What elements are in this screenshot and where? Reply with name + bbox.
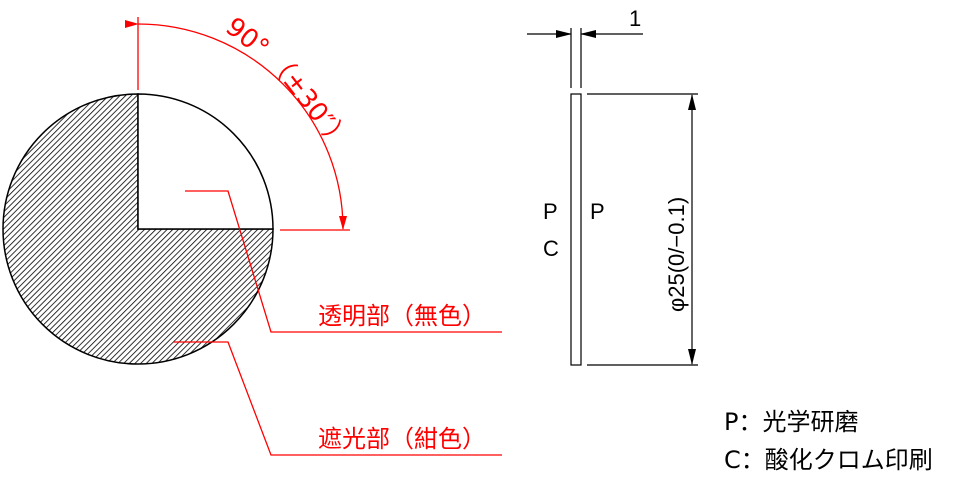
front-view xyxy=(2,93,274,365)
face-label-left-p: P xyxy=(543,199,558,224)
transparent-region xyxy=(137,93,274,230)
angle-arc xyxy=(124,19,347,230)
legend-chrome: C：酸化クロム印刷 xyxy=(724,446,933,474)
angle-dimension xyxy=(124,17,350,231)
label-shading: 遮光部（紺色） xyxy=(318,425,486,453)
face-label-right-p: P xyxy=(590,199,605,224)
plate-outline xyxy=(570,93,582,366)
face-label-left-c: C xyxy=(543,236,559,261)
angle-value: 90° xyxy=(220,12,275,64)
legend-polish: P：光学研磨 xyxy=(724,408,859,436)
leader-transparent xyxy=(185,190,502,333)
label-transparent: 透明部（無色） xyxy=(318,302,486,330)
leader-shading xyxy=(173,341,502,456)
diameter-value: φ25(0/−0.1) xyxy=(664,197,689,312)
thickness-value: 1 xyxy=(629,6,641,31)
angle-tolerance: （±30″） xyxy=(260,46,355,156)
side-view xyxy=(527,28,698,366)
